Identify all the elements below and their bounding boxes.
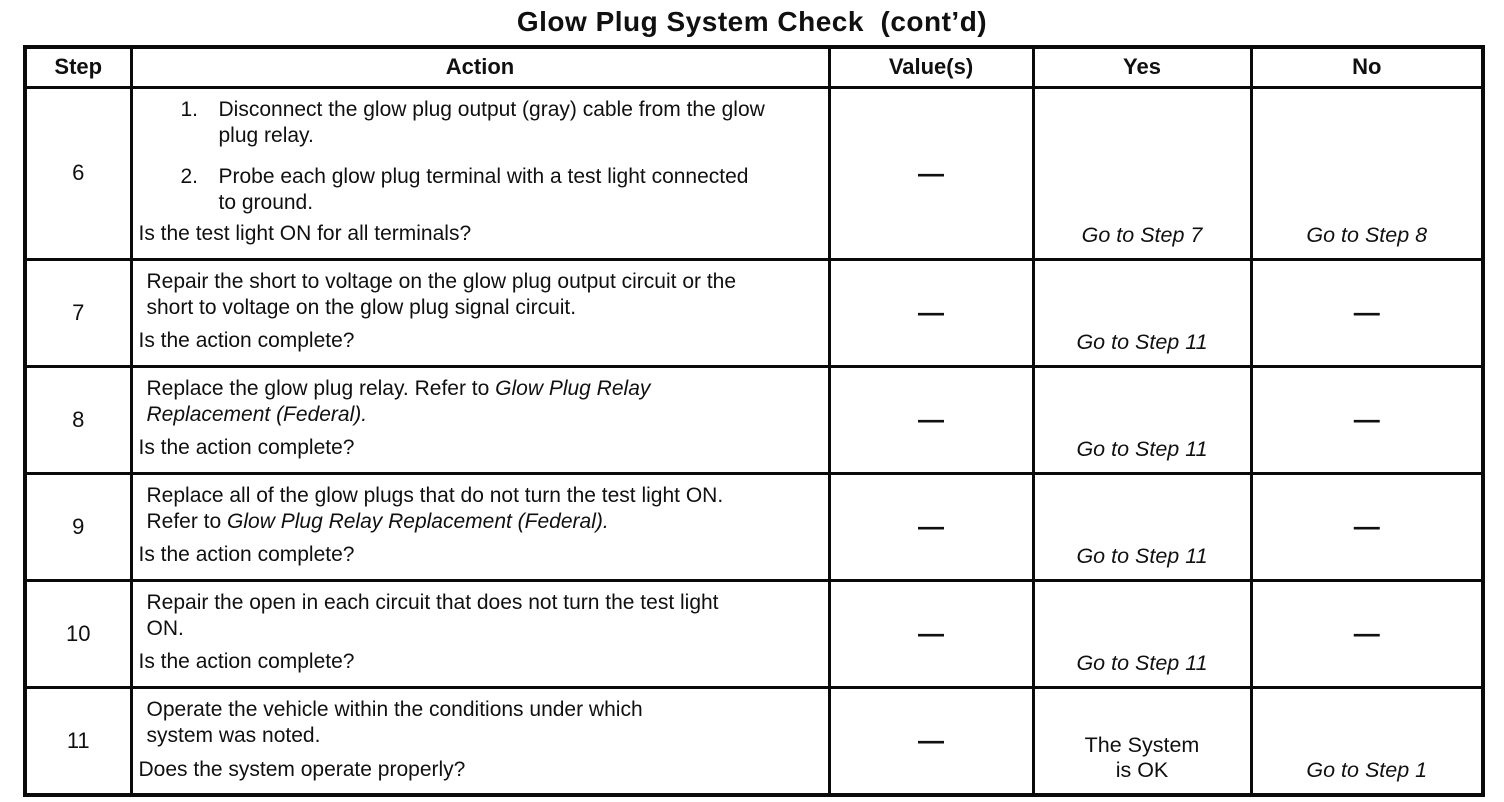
yes-text: Go to Step 11 [1076,436,1208,461]
action-cell: 1. Disconnect the glow plug output (gray… [129,85,831,261]
table-row-step-6: 6 1. Disconnect the glow plug output (gr… [23,85,1485,261]
table-row-step-8: 8 Replace the glow plug relay. Refer to … [23,364,1485,475]
action-question: Does the system operate properly? [138,757,466,781]
yes-text: The System is OK [1084,733,1200,782]
no-cell: — [1249,578,1485,689]
value-cell: — [827,364,1035,475]
action-item-number: 1. [180,97,199,121]
col-header-values: Value(s) [827,45,1035,89]
action-text: Operate the vehicle within the condition… [146,697,643,747]
yes-cell: Go to Step 11 [1031,471,1253,582]
no-text: — [1353,297,1380,327]
page-title: Glow Plug System Check (cont’d) [516,6,988,37]
header-row: Step Action Value(s) Yes No [23,45,1485,89]
yes-text: Go to Step 11 [1076,329,1208,354]
yes-cell: Go to Step 11 [1031,257,1253,368]
table-row-step-7: 7 Repair the short to voltage on the glo… [23,257,1485,368]
step-cell: 9 [23,471,133,582]
action-cell: Operate the vehicle within the condition… [129,685,831,797]
action-cell: Replace the glow plug relay. Refer to Gl… [129,364,831,475]
col-header-yes: Yes [1031,45,1253,89]
col-header-no: No [1249,45,1485,89]
action-item-text: Probe each glow plug terminal with a tes… [218,164,749,214]
step-cell: 7 [23,257,133,368]
action-text: Replace all of the glow plugs that do no… [146,483,724,533]
step-cell: 6 [23,85,133,261]
step-cell: 10 [23,578,133,689]
action-question: Is the test light ON for all terminals? [138,221,472,245]
no-text: Go to Step 8 [1306,222,1428,247]
action-cell: Repair the open in each circuit that doe… [129,578,831,689]
no-cell: — [1249,257,1485,368]
value-cell: — [827,685,1035,797]
yes-cell: Go to Step 11 [1031,364,1253,475]
action-question: Is the action complete? [138,649,355,673]
action-text: Repair the short to voltage on the glow … [146,269,737,319]
yes-text: Go to Step 11 [1076,650,1208,675]
yes-text: Go to Step 7 [1081,222,1203,247]
value-cell: — [827,257,1035,368]
action-question: Is the action complete? [138,542,355,566]
no-cell: Go to Step 8 [1249,85,1485,261]
action-question: Is the action complete? [138,435,355,459]
action-cell: Replace all of the glow plugs that do no… [129,471,831,582]
table-row-step-9: 9 Replace all of the glow plugs that do … [23,471,1485,582]
col-header-action: Action [129,45,831,89]
value-cell: — [827,471,1035,582]
value-cell: — [827,85,1035,261]
no-cell: Go to Step 1 [1249,685,1485,797]
step-cell: 11 [23,685,133,797]
yes-cell: Go to Step 11 [1031,578,1253,689]
action-item: 1. Disconnect the glow plug output (gray… [181,97,818,149]
no-cell: — [1249,364,1485,475]
col-header-step: Step [23,45,133,89]
no-text: Go to Step 1 [1306,758,1428,782]
yes-cell: The System is OK [1031,685,1253,797]
table-row-step-11: 11 Operate the vehicle within the condit… [23,685,1485,797]
action-item-text: Disconnect the glow plug output (gray) c… [218,97,765,147]
no-cell: — [1249,471,1485,582]
yes-text: Go to Step 11 [1076,543,1208,568]
glow-plug-check-table: Step Action Value(s) Yes No 6 1. Disconn… [23,45,1485,797]
yes-cell: Go to Step 7 [1031,85,1253,261]
no-text: — [1353,511,1380,541]
no-text: — [1353,404,1380,434]
step-cell: 8 [23,364,133,475]
action-text: Replace the glow plug relay. Refer to Gl… [146,376,651,426]
action-list: 1. Disconnect the glow plug output (gray… [139,97,818,216]
table-row-step-10: 10 Repair the open in each circuit that … [23,578,1485,689]
action-cell: Repair the short to voltage on the glow … [129,257,831,368]
action-text: Repair the open in each circuit that doe… [146,590,719,640]
no-text: — [1353,618,1380,648]
action-item: 2. Probe each glow plug terminal with a … [181,164,818,216]
action-question: Is the action complete? [138,328,355,352]
value-cell: — [827,578,1035,689]
action-item-number: 2. [180,164,199,188]
